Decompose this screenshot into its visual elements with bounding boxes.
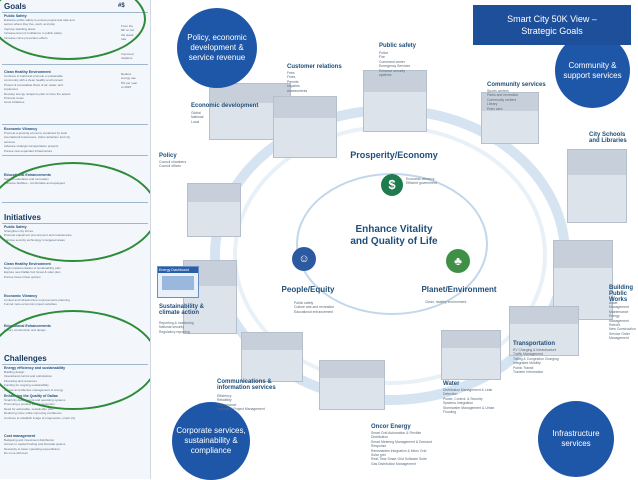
planet-heading: Planet/Environment (421, 285, 497, 294)
community-circle-label: Community & support services (563, 60, 622, 80)
strategy-panel: Goals #$ Public Safety Enhance public sa… (0, 0, 151, 479)
divider (2, 124, 148, 125)
infrastructure-circle-label: Infrastructure services (552, 429, 600, 448)
communications-title: Communications & information services (217, 379, 276, 391)
highlight-oval-initiatives (0, 162, 150, 262)
energy-dashboard-panel: Energy Dashboard (157, 266, 199, 298)
policy-circle-label: Policy, economic development & service r… (187, 33, 247, 62)
center-title-line1: Enhance Vitality (355, 224, 433, 235)
community-circle[interactable]: Community & support services (555, 33, 630, 108)
public-safety-building (363, 70, 427, 132)
oncor-title: Oncor Energy (371, 424, 411, 430)
dollar-icon: $ (381, 174, 403, 196)
goal-lines: Promote a growing economy sustained by l… (4, 131, 71, 153)
people-icon: ☺ (292, 247, 316, 271)
challenge-title: Cost management (4, 434, 36, 438)
transportation-title: Transportation (513, 341, 556, 347)
communications-building (241, 332, 303, 382)
policy-building (187, 183, 241, 237)
infrastructure-circle[interactable]: Infrastructure services (538, 401, 614, 477)
schools-title: City Schools and Libraries (589, 132, 627, 144)
energy-dashboard-graph (162, 276, 194, 290)
initiative-lines: Limited and infrastructure improvements … (4, 298, 70, 307)
water-title: Water (443, 381, 460, 387)
corporate-circle[interactable]: Corporate services, sustainability & com… (172, 402, 250, 480)
public-works-title: Building Public Works (609, 285, 633, 303)
goal-title: Economic Vibrancy (4, 127, 38, 131)
schools-building (567, 149, 627, 223)
community-services-title: Community services (487, 82, 546, 88)
initiative-title: Clean Healthy Environment (4, 262, 51, 266)
highlight-oval-goals (0, 0, 146, 60)
transportation-building (509, 306, 579, 356)
people-heading: People/Equity (281, 285, 335, 294)
annotation-line2: Strategic Goals (521, 26, 583, 36)
public-safety-title: Public safety (379, 43, 417, 49)
divider (2, 64, 148, 65)
center-title: Enhance Vitality and Quality of Life (333, 224, 455, 248)
community-services-building (481, 92, 539, 144)
goal-title: Clean Healthy Environment (4, 70, 51, 74)
planet-sub: Clean, healthy environment (425, 300, 467, 304)
customer-relations-building (273, 96, 337, 158)
center-title-line2: and Quality of Life (350, 236, 438, 247)
tree-icon: ♣ (446, 249, 470, 273)
annotation-line1: Smart City 50K View – (507, 14, 597, 24)
economic-development-title: Economic development (191, 103, 259, 109)
initiative-title: Economic Vibrancy (4, 294, 38, 298)
smart-city-diagram: Energy Dashboard Policy, economic develo… (151, 0, 638, 480)
water-building (441, 330, 501, 380)
policy-circle[interactable]: Policy, economic development & service r… (177, 8, 257, 88)
oncor-building (319, 360, 385, 410)
initiative-lines: Begin implementation of sustainability p… (4, 266, 61, 279)
divider (2, 155, 148, 156)
corporate-circle-label: Corporate services, sustainability & com… (176, 426, 246, 455)
prosperity-heading: Prosperity/Economy (350, 150, 438, 160)
goal-lines: Continue to build and promote a sustaina… (4, 74, 71, 105)
highlight-oval-challenges (0, 310, 150, 410)
customer-relations-title: Customer relations (287, 64, 342, 70)
policy-title: Policy (159, 153, 177, 159)
smart-city-annotation: Smart City 50K View – Strategic Goals (473, 5, 631, 45)
energy-dashboard-title: Energy Dashboard (158, 267, 198, 273)
sustainability-title: Sustainability & climate action (159, 304, 205, 316)
